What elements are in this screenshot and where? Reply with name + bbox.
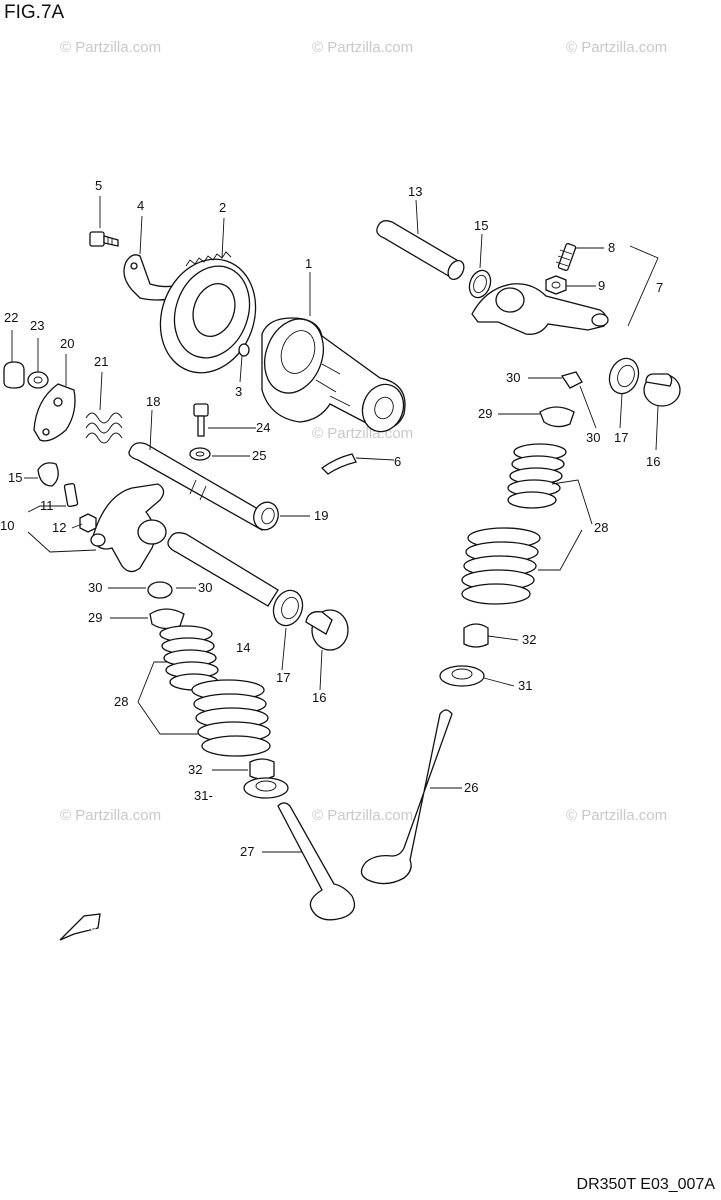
bolt-part-5: [89, 231, 119, 247]
watermarks: © Partzilla.com © Partzilla.com © Partzi…: [60, 39, 667, 824]
callout-5: 5: [95, 178, 102, 193]
callout-17-upper: 17: [614, 430, 628, 445]
callout-8: 8: [608, 240, 615, 255]
callout-18: 18: [146, 394, 160, 409]
callout-1: 1: [305, 256, 312, 271]
callout-6: 6: [394, 454, 401, 469]
watermark: © Partzilla.com: [312, 39, 413, 56]
washer-part-23: [27, 371, 49, 389]
callout-30-upper-right: 30: [586, 430, 600, 445]
nut-part-9: [545, 275, 567, 295]
callout-32-upper: 32: [522, 632, 536, 647]
callout-26: 26: [464, 780, 478, 795]
cam-sprocket-part-2: [159, 251, 257, 374]
watermark: © Partzilla.com: [312, 807, 413, 824]
adjuster-screw-part-11: [63, 482, 79, 508]
spring-seat-part-32-upper: [463, 623, 489, 648]
watermark: © Partzilla.com: [566, 39, 667, 56]
adjuster-screw-part-8: [555, 242, 577, 272]
callout-17-lower: 17: [276, 670, 290, 685]
spring-seat-part-31-lower: [243, 777, 289, 799]
callout-28-lower: 28: [114, 694, 128, 709]
valve-spring-part-28-lower: [159, 625, 271, 757]
valve-cotter-part-30-lower: [147, 581, 173, 599]
watermark: © Partzilla.com: [60, 807, 161, 824]
diagram-code: DR350T E03_007A: [576, 1176, 715, 1193]
callout-29-lower: 29: [88, 610, 102, 625]
spring-seat-part-31-upper: [439, 665, 485, 687]
valve-part-26: [360, 709, 453, 885]
callout-30-lower-left: 30: [88, 580, 102, 595]
callout-15-lower: 15: [8, 470, 22, 485]
callout-24: 24: [256, 420, 270, 435]
callout-12: 12: [52, 520, 66, 535]
callout-4: 4: [137, 198, 144, 213]
callout-23: 23: [30, 318, 44, 333]
rocker-arm-part-10: [90, 483, 167, 573]
watermark: © Partzilla.com: [566, 807, 667, 824]
valve-guide-part-16-lower: [305, 609, 349, 651]
callout-32-lower: 32: [188, 762, 202, 777]
callout-22: 22: [4, 310, 18, 325]
callout-28-upper: 28: [594, 520, 608, 535]
oil-seal-part-17-lower: [272, 589, 304, 627]
callout-30-lower-right: 30: [198, 580, 212, 595]
callout-14: 14: [236, 640, 250, 655]
half-ring-part-6: [320, 453, 357, 475]
callout-15-upper: 15: [474, 218, 488, 233]
callout-30-upper-left: 30: [506, 370, 520, 385]
callout-25: 25: [252, 448, 266, 463]
callout-11: 11: [40, 498, 54, 513]
camshaft-part-1: [261, 317, 406, 433]
washer-part-25: [189, 447, 211, 461]
callout-labels: 5 4 2 1 3 6 13 15 8 7 9 30 30 29 17 16 2…: [0, 178, 663, 859]
callout-7: 7: [656, 280, 663, 295]
leader-lines: [11, 196, 659, 853]
valve-part-27: [277, 802, 356, 921]
rocker-shaft-part-14: [167, 532, 279, 607]
oil-seal-part-17-upper: [608, 357, 640, 395]
valve-cotter-part-30-upper: [560, 371, 583, 389]
callout-10: 10: [0, 518, 14, 533]
callout-29-upper: 29: [478, 406, 492, 421]
callout-16-lower: 16: [312, 690, 326, 705]
pin-part-3: [238, 343, 250, 357]
callout-21: 21: [94, 354, 108, 369]
rocker-shaft-part-13: [376, 220, 465, 280]
cap-part-22: [3, 361, 25, 389]
watermark: © Partzilla.com: [312, 425, 413, 442]
valve-guide-part-16-upper: [643, 373, 681, 407]
plug-part-19: [253, 501, 279, 531]
callout-13: 13: [408, 184, 422, 199]
bolt-part-24: [193, 403, 209, 437]
rocker-arm-part-7: [471, 283, 609, 335]
figure-title: FIG.7A: [4, 2, 65, 23]
callout-9: 9: [598, 278, 605, 293]
forward-arrow-label: FWD: [78, 923, 96, 932]
callout-20: 20: [60, 336, 74, 351]
callout-3: 3: [235, 384, 242, 399]
spring-retainer-part-29-upper: [539, 406, 575, 428]
valve-spring-part-28-upper: [461, 443, 567, 605]
spring-part-21: [85, 412, 123, 444]
callout-31-upper: 31: [518, 678, 532, 693]
watermark: © Partzilla.com: [60, 39, 161, 56]
o-ring-part-15-upper: [468, 269, 492, 299]
callout-19: 19: [314, 508, 328, 523]
forward-arrow-icon: FWD: [59, 913, 101, 941]
nut-part-12: [79, 513, 97, 533]
callout-2: 2: [219, 200, 226, 215]
o-ring-part-15-lower: [37, 462, 59, 487]
plate-part-20: [33, 383, 76, 442]
callout-16-upper: 16: [646, 454, 660, 469]
callout-27: 27: [240, 844, 254, 859]
spring-seat-part-32-lower: [249, 758, 275, 780]
callout-31-lower: 31-: [194, 788, 213, 803]
